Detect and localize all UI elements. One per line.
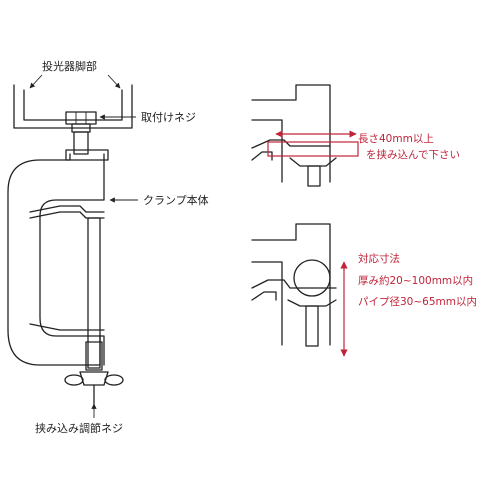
board-detail: 長さ40mm以上 を挟み込んで下さい [251, 84, 460, 187]
fit-size-title: 対応寸法 [358, 252, 400, 265]
arrow-icon [107, 74, 121, 89]
clamp-body [7, 149, 109, 366]
arrow-icon [29, 74, 43, 89]
main-clamp: 投光器脚部 取付けネジ クランプ本体 挟み込み調節ネジ [7, 59, 209, 435]
pipe-diameter-note: パイプ径30~65mm以内 [358, 295, 477, 308]
clamp-adjust-screw-label: 挟み込み調節ネジ [35, 421, 123, 435]
insert-instruction-note: を挟み込んで下さい [366, 148, 460, 161]
projector-leg-label: 投光器脚部 [42, 59, 97, 73]
wing-nut-icon [64, 371, 124, 406]
projector-leg-bracket [13, 84, 133, 129]
adjust-screw [85, 217, 103, 371]
pipe-section [293, 259, 331, 297]
mount-screw-label: 取付けネジ [141, 111, 196, 124]
insert-length-note: 長さ40mm以上 [358, 133, 434, 145]
board-insert [267, 141, 359, 157]
clamp-body-label: クランプ本体 [143, 193, 209, 207]
pipe-detail: 対応寸法 厚み約20~100mm以内 パイプ径30~65mm以内 [251, 223, 477, 357]
mount-screw-nut [65, 111, 97, 155]
thickness-range-note: 厚み約20~100mm以内 [358, 274, 473, 287]
